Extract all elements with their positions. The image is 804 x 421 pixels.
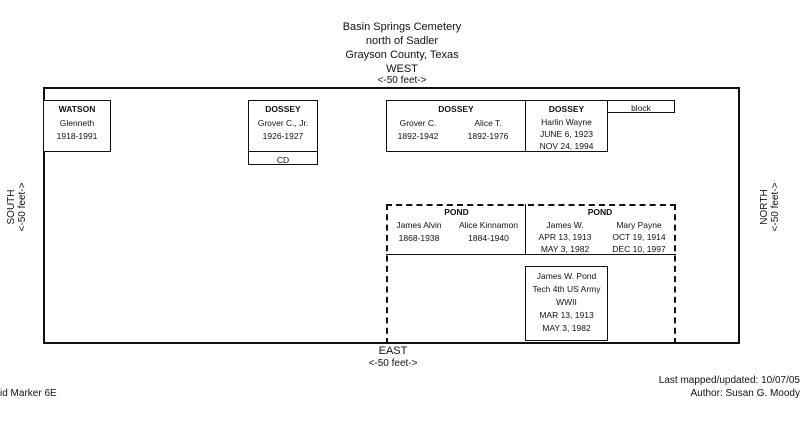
marker-line-3: WWII	[556, 297, 577, 307]
grave-dossey-jr[interactable]: DOSSEY Grover C., Jr. 1926-1927	[248, 100, 318, 152]
east-distance: <-50 feet->	[368, 358, 418, 369]
life-dates-left: 1868-1938	[398, 233, 440, 243]
surname: POND	[444, 207, 469, 217]
grave-dossey-harlin[interactable]: DOSSEY Harlin Wayne JUNE 6, 1923 NOV 24,…	[525, 100, 608, 152]
marker-cd: CD	[248, 151, 318, 165]
west-distance: <-50 feet->	[377, 75, 427, 86]
west-label: WEST	[386, 63, 418, 75]
death-date: NOV 24, 1994	[539, 141, 594, 151]
grave-watson[interactable]: WATSON Glenneth 1918-1991	[43, 100, 111, 152]
grave-dossey-pair[interactable]: DOSSEY Grover C. 1892-1942 Alice T. 1892…	[386, 100, 526, 152]
life-dates-right: 1892-1976	[467, 131, 509, 141]
birth-date-left: APR 13, 1913	[538, 232, 592, 242]
marker-line-4: MAR 13, 1913	[539, 310, 594, 320]
surname: DOSSEY	[438, 104, 474, 114]
north-label: NORTH <-50 feet->	[759, 182, 781, 232]
marker-line-2: Tech 4th US Army	[532, 284, 601, 294]
cemetery-county: Grayson County, Texas	[345, 49, 459, 61]
pond-center-divider	[525, 204, 526, 254]
surname: POND	[587, 207, 613, 217]
given-name-left: Grover C.	[399, 118, 437, 128]
life-dates: 1918-1991	[56, 131, 98, 141]
pond-family-plot-border	[386, 204, 676, 344]
south-label: SOUTH <-50 feet->	[6, 182, 28, 232]
block-marker: block	[607, 100, 675, 113]
grid-marker-label: id Marker 6E	[0, 388, 57, 399]
cemetery-plot-boundary	[43, 87, 740, 344]
grave-pond-parents[interactable]: POND James Alvin 1868-1938 Alice Kinnamo…	[388, 206, 525, 254]
given-name-left: James Alvin	[396, 220, 442, 230]
life-dates: 1926-1927	[262, 131, 304, 141]
pond-divider-line	[386, 254, 676, 255]
cemetery-name: Basin Springs Cemetery	[342, 21, 462, 33]
given-name-left: James W.	[546, 220, 584, 230]
birth-date: JUNE 6, 1923	[540, 129, 593, 139]
military-marker-pond[interactable]: James W. Pond Tech 4th US Army WWII MAR …	[525, 266, 608, 341]
given-name-right: Mary Payne	[616, 220, 662, 230]
life-dates-right: 1884-1940	[468, 233, 509, 243]
marker-line-5: MAY 3, 1982	[542, 323, 591, 333]
given-name-right: Alice T.	[474, 118, 502, 128]
given-name: Grover C., Jr.	[257, 118, 309, 128]
birth-date-right: OCT 19, 1914	[612, 232, 666, 242]
surname: DOSSEY	[265, 104, 301, 114]
life-dates-left: 1892-1942	[397, 131, 439, 141]
marker-line-1: James W. Pond	[536, 271, 597, 281]
cemetery-location: north of Sadler	[365, 35, 439, 47]
death-date-left: MAY 3, 1982	[540, 244, 590, 254]
surname: WATSON	[58, 104, 96, 114]
given-name: Glenneth	[59, 118, 95, 128]
given-name-right: Alice Kinnamon	[458, 220, 519, 230]
surname: DOSSEY	[548, 104, 585, 114]
death-date-right: DEC 10, 1997	[612, 244, 666, 254]
east-label: EAST	[378, 345, 408, 357]
given-name: Harlin Wayne	[541, 117, 592, 127]
grave-pond-couple[interactable]: POND James W. APR 13, 1913 MAY 3, 1982 M…	[526, 206, 674, 254]
last-mapped: Last mapped/updated: 10/07/05	[658, 375, 800, 386]
author: Author: Susan G. Moody	[690, 388, 800, 399]
